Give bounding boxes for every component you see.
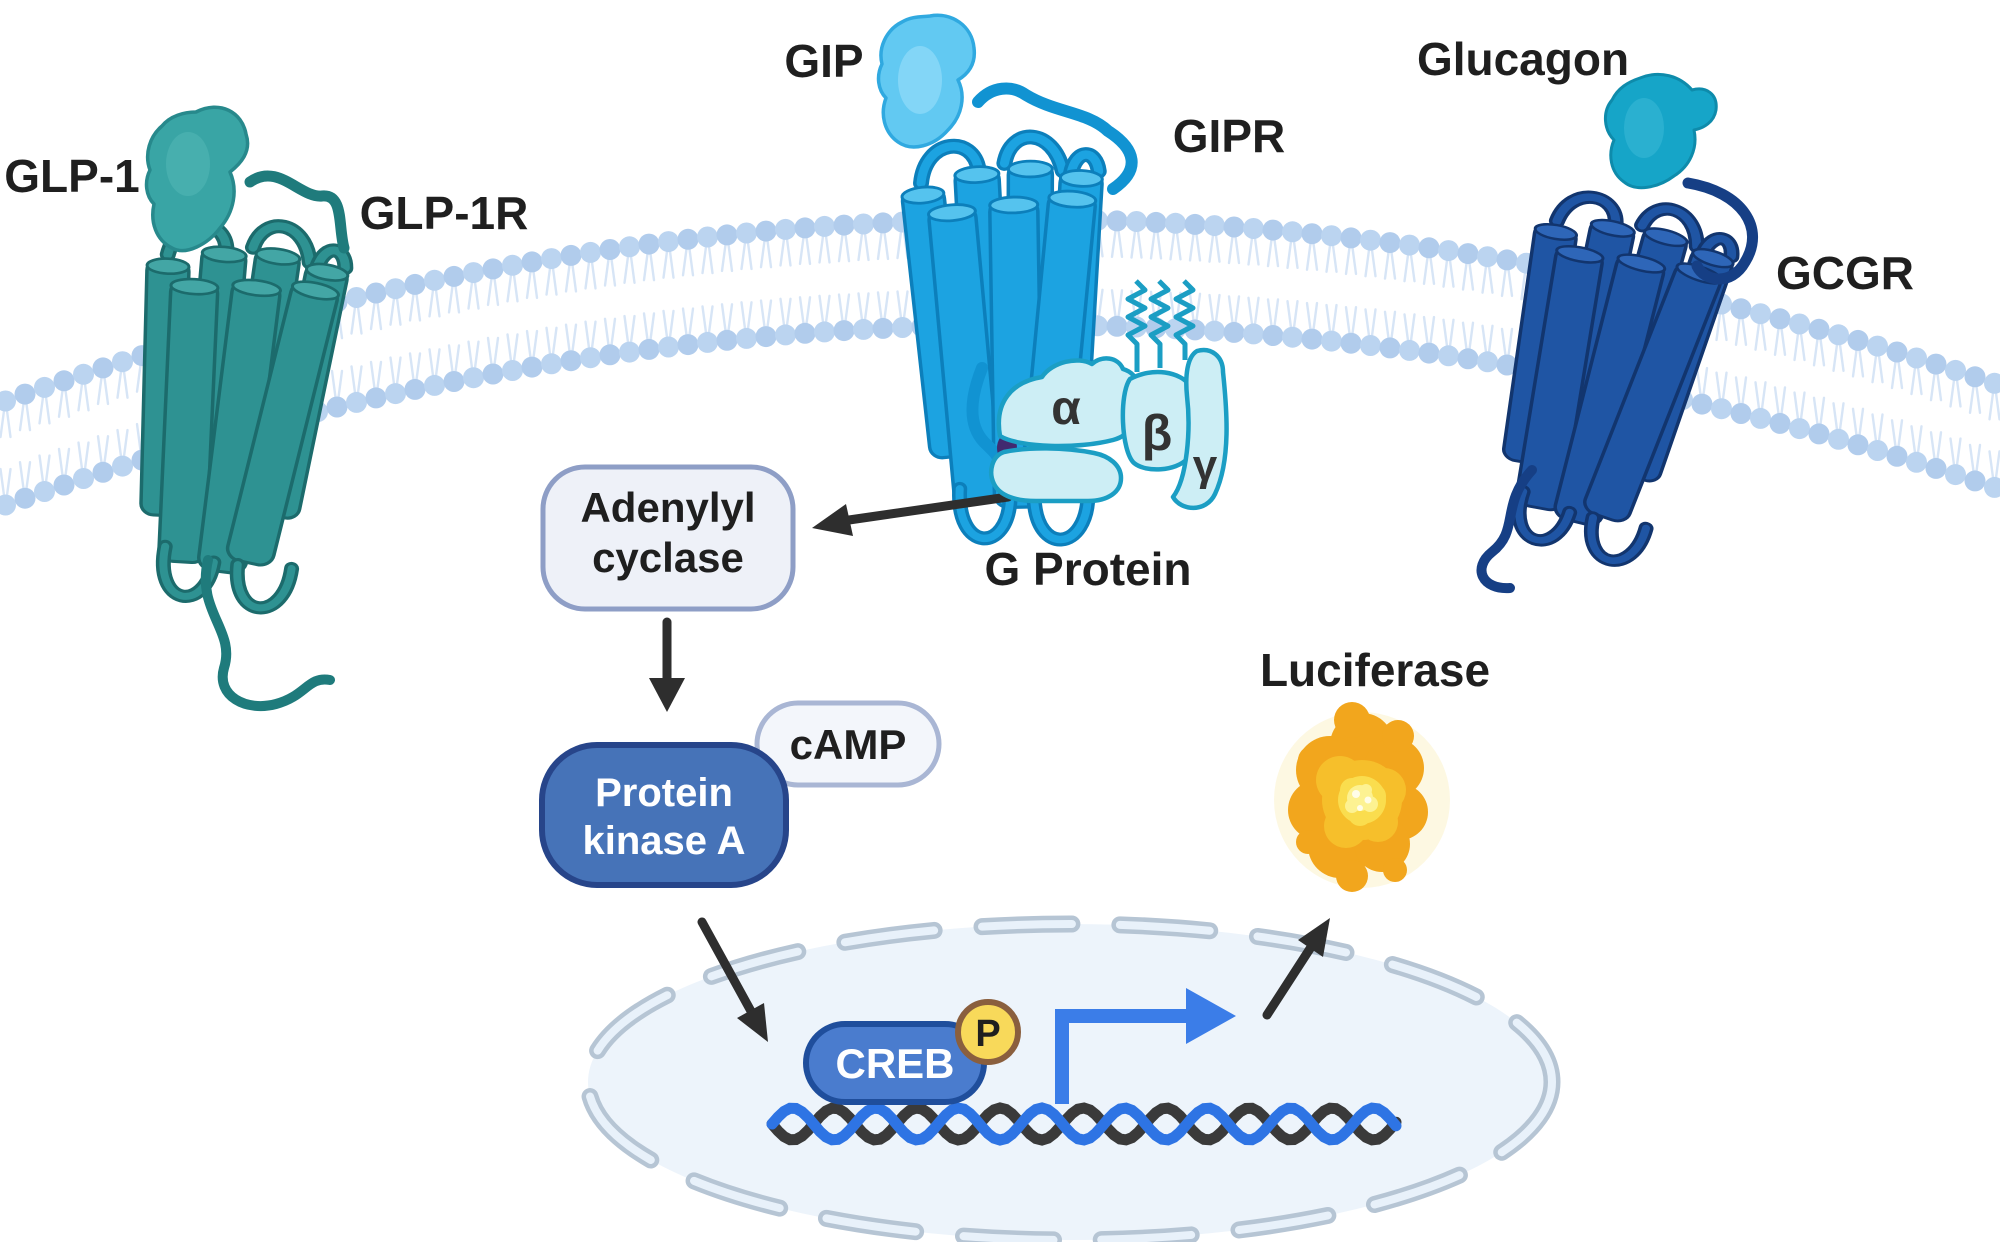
gamma-subunit-label: γ [1193,441,1218,490]
receptor-glp1r [139,217,354,615]
pka-label-line1: Protein [595,771,733,815]
nucleus-envelope-fill [584,920,1556,1242]
glp1r-c-terminus [200,555,335,712]
gipr-n-terminus [972,82,1138,195]
glucagon-ligand-highlight [1624,98,1664,158]
gip-label: GIP [784,35,863,87]
nucleus-body [588,924,1552,1240]
camp-node [754,700,942,788]
g-alpha-subunit-lower [989,446,1124,504]
receptor-gipr [900,129,1107,547]
gip-ligand-highlight [898,46,942,114]
arrow-gprotein-to-adenylyl-cyclase [812,492,1013,536]
luciferase-protein-blob [1274,702,1450,892]
lipid-anchor-zigzags [1125,279,1196,372]
alpha-subunit-label: α [1051,382,1081,435]
g-protein-label: G Protein [984,543,1191,595]
creb-label: CREB [835,1040,954,1087]
ligands [144,13,1718,253]
arrow-adenylyl-cyclase-to-pka [649,617,685,712]
protein-kinase-a-node [539,742,789,888]
gcgr-n-terminus [1682,177,1759,285]
beta-subunit-label: β [1142,405,1173,461]
luciferase-label: Luciferase [1260,644,1490,696]
arrow-pka-to-creb [697,917,768,1042]
receptor-terminal-tails [200,82,1759,712]
glucagon-label: Glucagon [1417,33,1629,85]
g-alpha-subunit-upper [996,356,1141,449]
glp1r-n-terminus [244,170,350,254]
adenylyl-cyclase-node [540,464,796,612]
pka-label-line2: kinase A [582,819,745,863]
receptor-gcgr [1501,190,1740,567]
gcgr-c-terminus [1476,465,1537,594]
nucleus [579,915,1561,1242]
arrow-transcription-to-luciferase [1262,918,1330,1020]
adenylyl-cyclase-label-line2: cyclase [592,534,744,581]
adenylyl-cyclase-label-line1: Adenylyl [580,484,755,531]
phosphate-badge [955,999,1021,1065]
dna-double-helix [766,1102,1402,1146]
phosphate-label: P [975,1013,1000,1055]
glp1-label: GLP-1 [4,150,139,202]
glp1-ligand-highlight [166,132,210,196]
gipr-label: GIPR [1173,110,1285,162]
glp1r-label: GLP-1R [360,187,529,239]
labels: GLP-1 GLP-1R GIP GIPR Glucagon GCGR G Pr… [4,33,1914,1087]
g-gamma-subunit [1170,347,1229,511]
gpcr-receptors [139,129,1740,615]
transcription-start-arrow [1055,988,1236,1104]
g-protein-complex: α β γ [989,279,1229,511]
camp-label: cAMP [790,721,907,768]
gcgr-label: GCGR [1776,247,1914,299]
